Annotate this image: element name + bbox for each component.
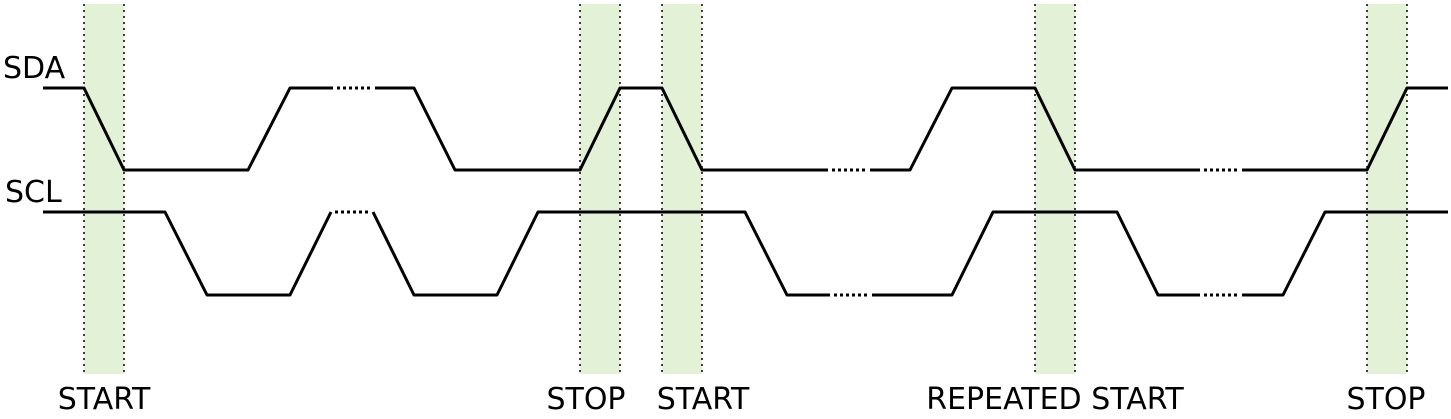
band-stop-2 [1367, 4, 1407, 374]
scl-waveform [43, 210, 1448, 297]
sda-trace-segment [375, 86, 828, 172]
sda-waveform [43, 86, 1448, 172]
sda-trace-segment [870, 86, 1200, 172]
condition-label-stop-2: STOP [1346, 382, 1425, 417]
band-start-2 [662, 4, 702, 374]
sda-trace-segment [43, 86, 333, 172]
sda-trace-segment [1242, 86, 1448, 172]
scl-trace-segment [371, 210, 830, 297]
band-start-1 [84, 4, 124, 374]
scl-label: SCL [5, 175, 62, 210]
band-repeated-start [1035, 4, 1075, 374]
sda-label: SDA [3, 51, 66, 86]
band-stop-1 [580, 4, 620, 374]
condition-bands [84, 4, 1407, 374]
condition-label-repeated-start: REPEATED START [926, 382, 1184, 417]
scl-trace-segment [872, 210, 1200, 297]
scl-trace-segment [43, 210, 333, 297]
condition-label-start-1: START [58, 382, 151, 417]
dotted-guides [83, 4, 1408, 374]
scl-trace-segment [1242, 210, 1448, 297]
condition-label-start-2: START [657, 382, 750, 417]
condition-label-stop-1: STOP [546, 382, 625, 417]
